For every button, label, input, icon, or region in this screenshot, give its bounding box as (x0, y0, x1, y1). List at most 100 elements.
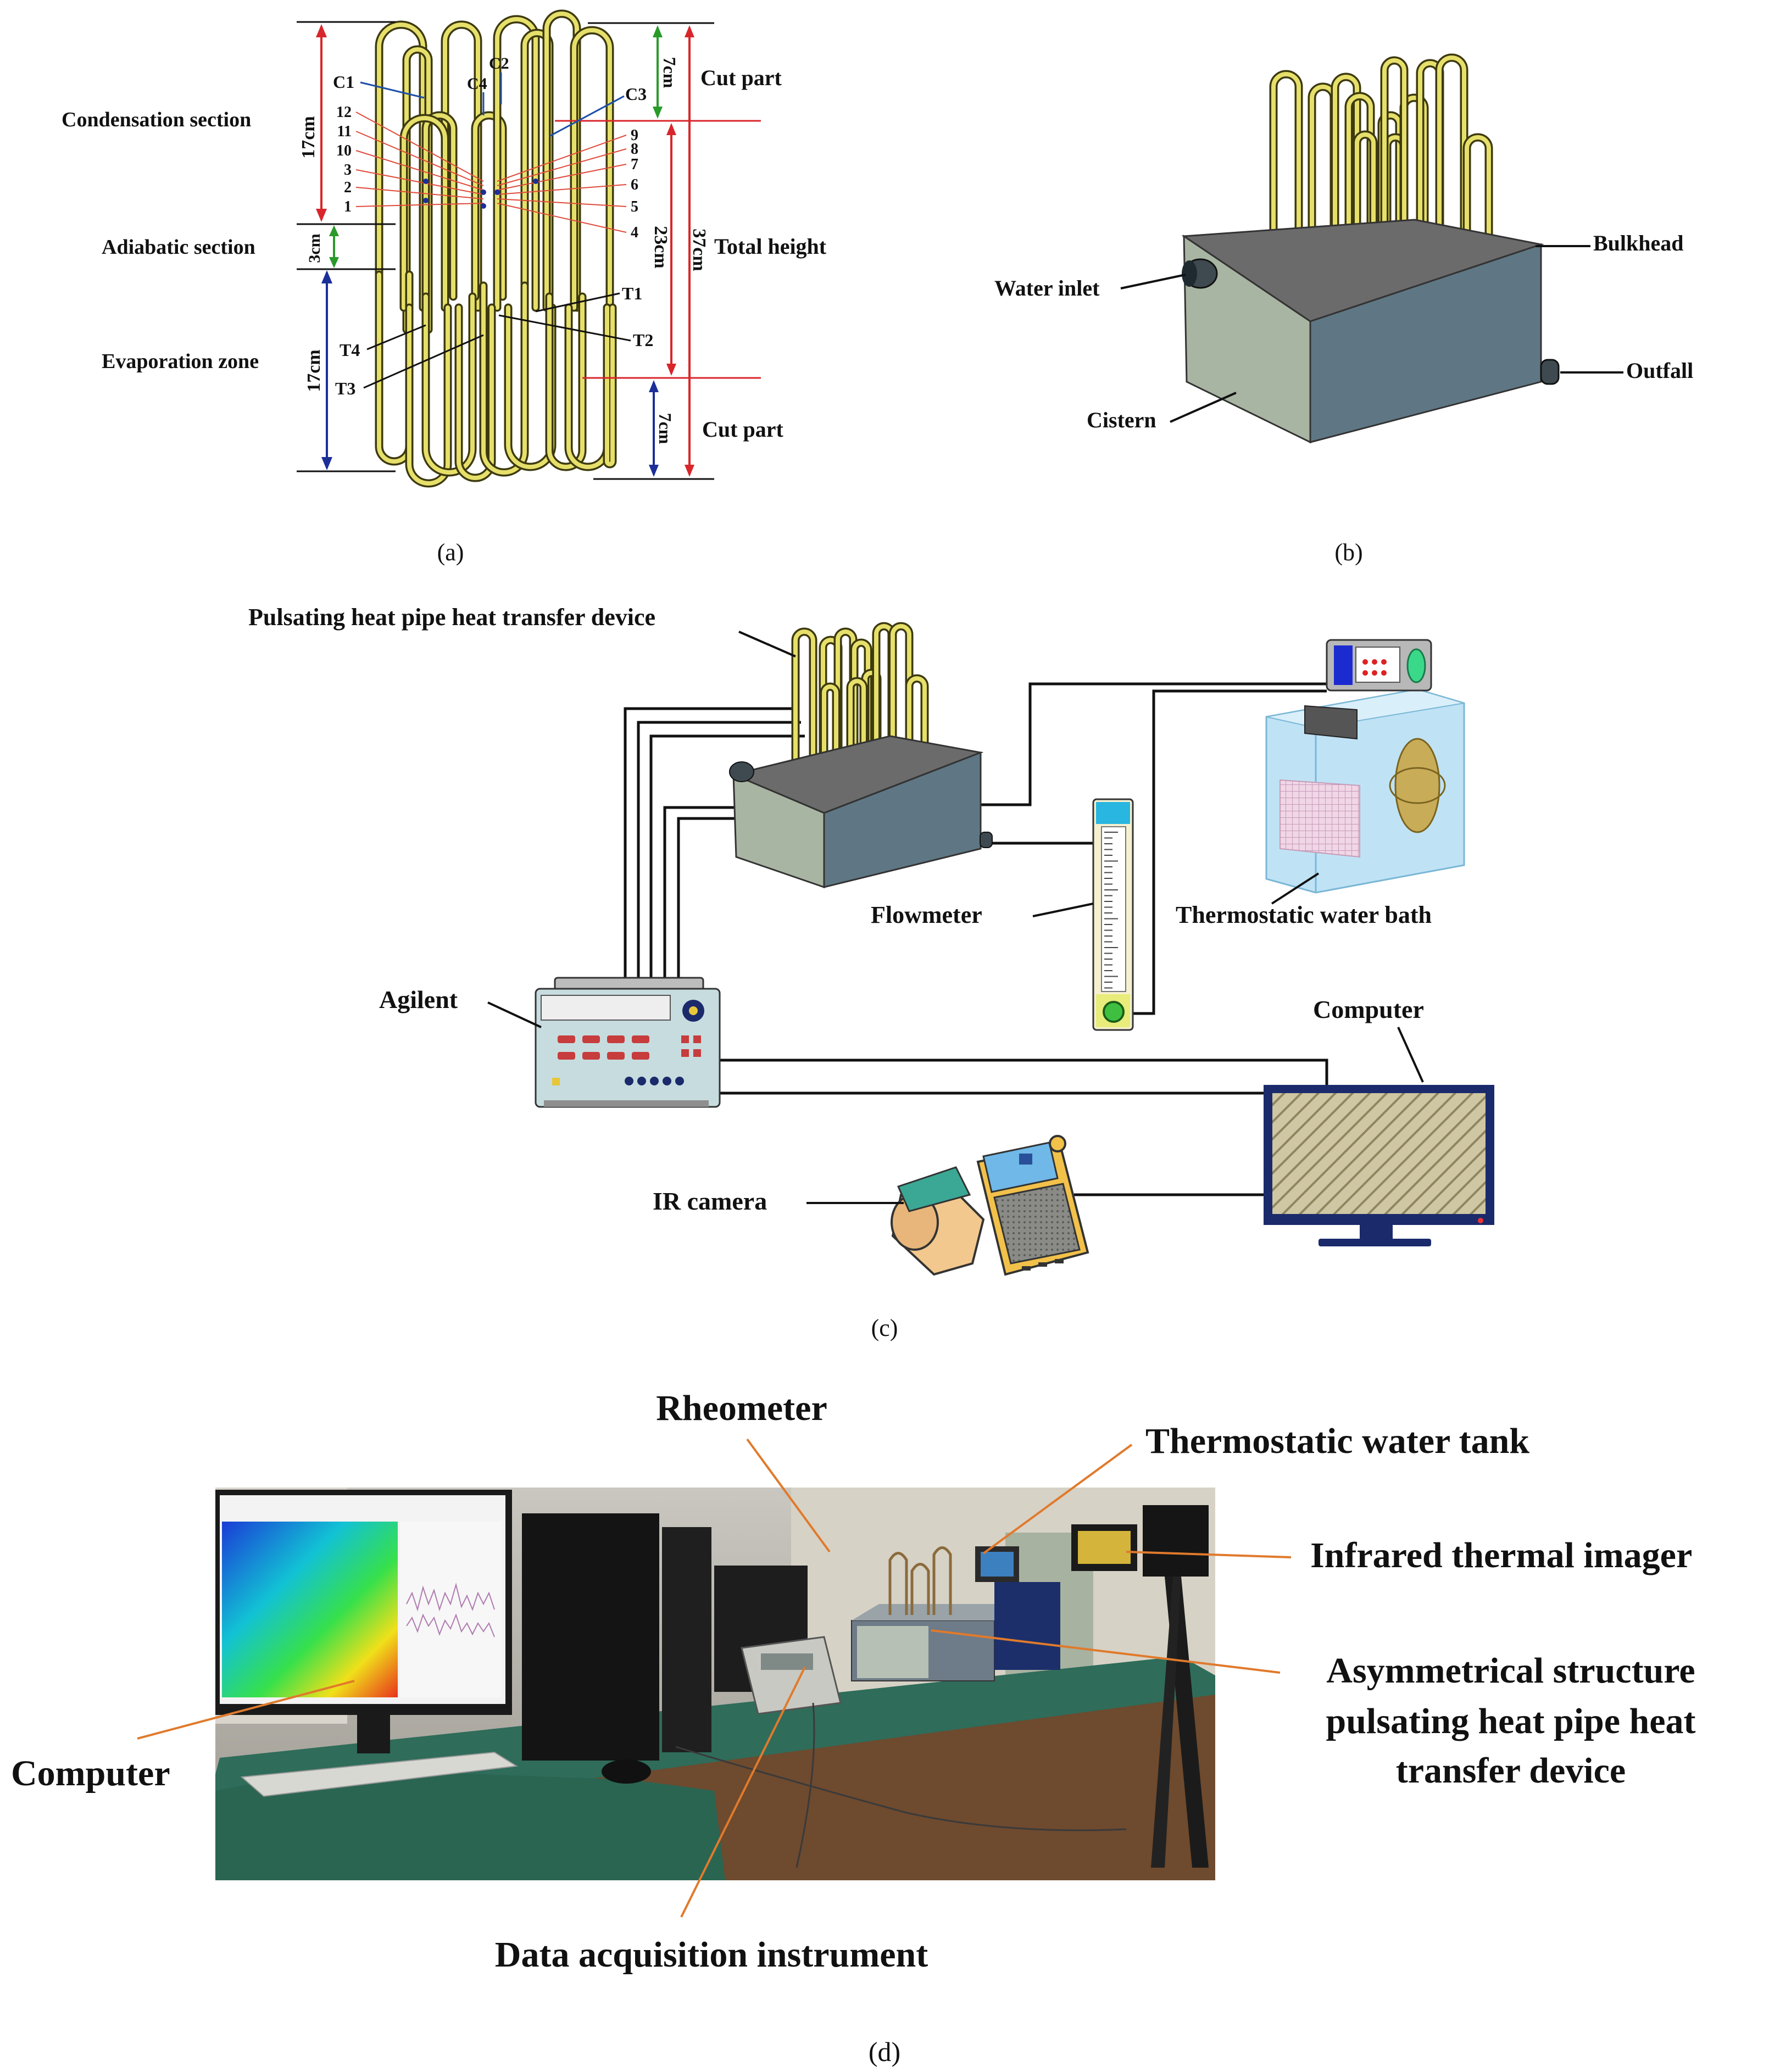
computer-label-c: Computer (1313, 995, 1424, 1023)
pipe-bottom-loop (603, 303, 617, 469)
pipe-bottom-loop (564, 303, 611, 471)
point-label-right: 8 (631, 141, 638, 158)
point-label-left: 10 (336, 142, 352, 159)
pipe-top-loop (421, 111, 458, 301)
pipe-top-loop (375, 20, 427, 312)
daq-label: Data acquisition instrument (495, 1935, 928, 1975)
rheometer-label: Rheometer (656, 1388, 827, 1428)
dim-17cm-top: 17cm (298, 116, 319, 158)
device-label-d-line2: pulsating heat pipe heat (1326, 1701, 1696, 1741)
photo-leader-lines (137, 1438, 1292, 1918)
device-label-d-line3: transfer device (1396, 1751, 1626, 1791)
right-dimensions: 7cm 23cm 37cm 7cm (555, 22, 761, 480)
probe-dot (481, 190, 486, 195)
point-label-left: 12 (336, 104, 352, 121)
thermal-imager-label: Infrared thermal imager (1310, 1535, 1692, 1575)
pipe-loop-c (820, 682, 841, 765)
point-label-right: 9 (631, 127, 638, 144)
pipe-loop-c (850, 638, 872, 765)
probe-c3: C3 (625, 84, 647, 104)
pipe-loop-c (791, 627, 817, 768)
probe-t2: T2 (633, 330, 653, 350)
pipe-loop-c (833, 627, 858, 765)
dim-7cm-bottom: 7cm (655, 413, 675, 444)
point-label-right: 5 (631, 198, 638, 215)
probe-dot (423, 198, 429, 203)
connection-wires (624, 682, 1328, 1196)
pipe-loop-b (1380, 56, 1409, 241)
probe-t3: T3 (335, 378, 355, 398)
panel-c: Pulsating heat pipe heat transfer device… (248, 604, 1494, 1341)
probe-c2: C2 (489, 54, 509, 73)
dim-23cm: 23cm (650, 226, 671, 268)
probe-c1: C1 (333, 72, 354, 92)
cut-part-top-label: Cut part (700, 65, 782, 90)
pipe-loop-b (1308, 82, 1338, 241)
water-inlet-pipe (1182, 258, 1218, 289)
probe-dot (481, 203, 486, 209)
dim-17cm-bottom: 17cm (304, 349, 324, 392)
computer-monitor-c (1264, 1085, 1494, 1246)
bulkhead-label: Bulkhead (1593, 231, 1684, 255)
total-height-label: Total height (714, 234, 827, 259)
pipe-top-loop (402, 45, 433, 334)
pipe-loop-c (888, 622, 914, 765)
device-tank-c (729, 735, 993, 889)
pipe-top-loop (570, 26, 614, 312)
dim-37cm: 37cm (689, 229, 709, 271)
pipe-top-loop (542, 9, 581, 312)
device-label-c: Pulsating heat pipe heat transfer device (248, 604, 655, 631)
pipe-top-loop (399, 114, 449, 312)
pipe-top-loop (441, 20, 482, 312)
computer-label-d: Computer (11, 1753, 170, 1793)
probe-t-labels: T1 T2 T3 T4 (335, 283, 653, 398)
device-label-d-line1: Asymmetrical structure (1326, 1651, 1695, 1691)
cistern-tank (1181, 219, 1544, 444)
thermostatic-water-bath (1265, 639, 1465, 894)
pipe-loop-c (846, 677, 868, 765)
probe-dot (533, 179, 538, 184)
ir-camera (891, 1135, 1089, 1276)
point-label-right: 4 (631, 224, 638, 241)
panel-d: Rheometer Thermostatic water tank Infrar… (11, 1388, 1695, 2067)
pipe-loop-c (905, 674, 929, 765)
point-label-left: 3 (344, 161, 352, 179)
point-label-left: 2 (344, 179, 352, 196)
pipe-top-loop (471, 111, 507, 301)
point-label-left: 11 (337, 123, 352, 140)
caption-d: (d) (869, 2036, 900, 2067)
panel-b: Bulkhead Water inlet Outfall Cistern (b) (994, 53, 1693, 566)
cistern-label: Cistern (1087, 408, 1156, 432)
dim-7cm-top: 7cm (660, 57, 680, 88)
measuring-points: 12 11 10 32 1 987 6 5 4 (336, 104, 638, 241)
probe-dot (494, 190, 500, 195)
point-label-right: 7 (631, 156, 638, 173)
water-bath-label: Thermostatic water bath (1176, 901, 1432, 928)
lab-photo (215, 1488, 1215, 1880)
pipe-loop-b (1344, 92, 1375, 246)
heat-pipe-loops-b (1269, 53, 1493, 246)
outfall-pipe (1540, 359, 1560, 385)
point-label-left: 1 (344, 198, 352, 215)
evaporation-zone-label: Evaporation zone (102, 350, 259, 373)
condensation-section-label: Condensation section (62, 108, 251, 131)
probe-c-labels: C1 C4 C2 C3 (333, 54, 647, 137)
pipe-bottom-loop (545, 292, 587, 471)
point-label-right: 6 (631, 176, 638, 193)
agilent-instrument (535, 977, 721, 1108)
pipe-loop-b (1331, 73, 1361, 241)
caption-c: (c) (871, 1315, 898, 1341)
flowmeter-label: Flowmeter (871, 901, 982, 928)
flowmeter (1092, 798, 1134, 1031)
probe-t4: T4 (340, 340, 360, 360)
caption-a: (a) (437, 539, 464, 566)
heat-pipe-loops-a (375, 9, 617, 488)
panel-a: 17cm 3cm 17cm Condensation section Adiab… (62, 9, 827, 566)
pipe-bottom-loop (421, 292, 477, 477)
cut-part-bottom-label: Cut part (702, 417, 783, 442)
dim-3cm: 3cm (305, 233, 324, 263)
left-dimensions: 17cm 3cm 17cm (297, 21, 396, 472)
pipe-loop-b (1353, 130, 1378, 246)
probe-t1: T1 (622, 283, 642, 303)
